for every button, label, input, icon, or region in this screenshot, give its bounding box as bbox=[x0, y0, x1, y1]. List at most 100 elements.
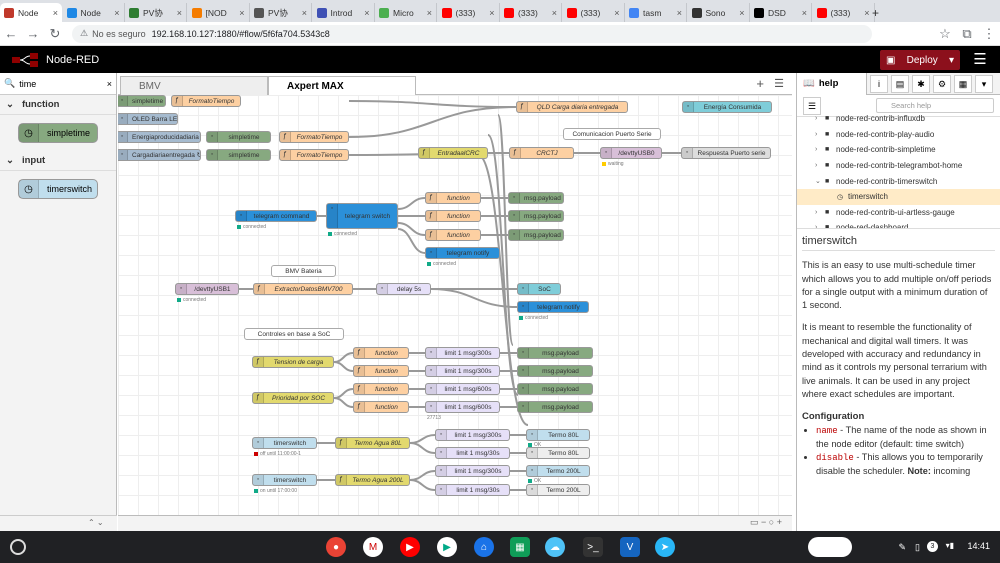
help-tree-item[interactable]: ›■node-red-contrib-telegrambot-home bbox=[797, 158, 1000, 174]
flow-node[interactable]: ◦limit 1 msg/600s bbox=[425, 401, 500, 413]
flow-node[interactable]: Controles en base a SoC bbox=[244, 328, 344, 340]
help-tree-item[interactable]: ⌄■node-red-contrib-timerswitch bbox=[797, 173, 1000, 189]
wire[interactable] bbox=[397, 228, 426, 254]
palette-category-input[interactable]: ⌄input bbox=[0, 151, 116, 171]
flow-node[interactable]: ◦limit 1 msg/300s bbox=[425, 347, 500, 359]
flow-node[interactable]: ◦msg.payload bbox=[508, 210, 564, 222]
wire[interactable] bbox=[348, 106, 517, 138]
files-icon[interactable]: ⌂ bbox=[474, 537, 494, 557]
info-icon[interactable]: i bbox=[870, 74, 888, 93]
flow-node[interactable]: ◦msg.payload bbox=[517, 401, 593, 413]
clear-icon[interactable]: × bbox=[106, 78, 112, 89]
browser-tab[interactable]: PV协× bbox=[125, 3, 187, 22]
stylus-icon[interactable]: ✎ bbox=[898, 542, 906, 552]
chevron-down-icon[interactable]: ▾ bbox=[948, 54, 954, 66]
play-store-icon[interactable]: ▶ bbox=[437, 537, 457, 557]
help-tree-item[interactable]: ›■node-red-contrib-simpletime bbox=[797, 142, 1000, 158]
close-icon[interactable]: × bbox=[801, 7, 807, 18]
flow-node[interactable]: ◦Termo 200L bbox=[526, 484, 590, 496]
browser-tab[interactable]: Node× bbox=[63, 3, 125, 22]
browser-tab[interactable]: (333)× bbox=[500, 3, 562, 22]
youtube-icon[interactable]: ▶ bbox=[400, 537, 420, 557]
close-icon[interactable]: × bbox=[301, 7, 307, 18]
flow-node[interactable]: ◦Termo 80L bbox=[526, 447, 590, 459]
tab-help[interactable]: 📖help bbox=[797, 72, 867, 95]
app-grid-icon[interactable]: ▦ bbox=[510, 537, 530, 557]
flow-node[interactable]: ◦Respuesta Puerto serie bbox=[681, 147, 771, 159]
close-icon[interactable]: × bbox=[364, 7, 370, 18]
flow-node[interactable]: BMV Bateria bbox=[271, 265, 336, 277]
palette-search-input[interactable]: time bbox=[19, 78, 37, 89]
flow-node[interactable]: ◦OLED Barra LED ↻ bbox=[118, 113, 178, 125]
debug-icon[interactable]: ✱ bbox=[912, 74, 930, 93]
flow-node[interactable]: ◦limit 1 msg/30s bbox=[435, 447, 510, 459]
browser-tab[interactable]: (333)× bbox=[438, 3, 500, 22]
help-tree-item[interactable]: ›■node-red-contrib-ui-artless-gauge bbox=[797, 205, 1000, 221]
browser-tab[interactable]: (333)× bbox=[813, 3, 875, 22]
flow-node[interactable]: ◦limit 1 msg/600s bbox=[425, 383, 500, 395]
wire[interactable] bbox=[409, 434, 436, 444]
flow-node[interactable]: ◦timerswitch bbox=[252, 474, 317, 486]
toc-icon[interactable]: ☰ bbox=[803, 96, 821, 115]
flow-node[interactable]: ◦/devttyUSB0 bbox=[600, 147, 662, 159]
flow-node[interactable]: ◦simpletime bbox=[118, 95, 166, 107]
wifi-battery-icon[interactable]: ▾▮ bbox=[945, 541, 954, 550]
url-input[interactable]: ⚠ No es seguro 192.168.10.127:1880/#flow… bbox=[72, 24, 872, 43]
flow-node[interactable]: ◦delay 5s bbox=[376, 283, 431, 295]
flow-node[interactable]: ◦Termo 80L bbox=[526, 429, 590, 441]
vnc-icon[interactable]: V bbox=[620, 537, 640, 557]
config-icon[interactable]: ⚙ bbox=[933, 74, 951, 93]
help-tree-item[interactable]: ›■node-red-dashboard bbox=[797, 220, 1000, 228]
add-tab-icon[interactable]: + bbox=[756, 76, 764, 91]
collapse-icon[interactable]: ⌃ ⌄ bbox=[88, 518, 104, 527]
close-icon[interactable]: × bbox=[489, 7, 495, 18]
close-icon[interactable]: × bbox=[176, 7, 182, 18]
flow-node[interactable]: ◦SoC bbox=[517, 283, 561, 295]
browser-tab[interactable]: Introd× bbox=[313, 3, 375, 22]
close-icon[interactable]: × bbox=[676, 7, 682, 18]
flow-node[interactable]: ◦Energiaproducidadiaria ↻ bbox=[118, 131, 201, 143]
flow-node[interactable]: Comunicacion Puerto Serie bbox=[563, 128, 661, 140]
close-icon[interactable]: × bbox=[114, 7, 120, 18]
launcher-icon[interactable] bbox=[10, 539, 26, 555]
palette-search[interactable]: 🔍 time × bbox=[0, 73, 116, 95]
help-tree-item[interactable]: ◷timerswitch bbox=[797, 188, 1000, 205]
browser-tab[interactable]: tasm× bbox=[625, 3, 687, 22]
telegram-icon[interactable]: ➤ bbox=[655, 537, 675, 557]
help-tree-item[interactable]: ›■node-red-contrib-play-audio bbox=[797, 127, 1000, 143]
flow-node[interactable]: ◦limit 1 msg/300s bbox=[425, 365, 500, 377]
wire[interactable] bbox=[333, 397, 354, 408]
flow-node[interactable]: ◦limit 1 msg/300s bbox=[435, 429, 510, 441]
close-icon[interactable]: × bbox=[739, 7, 745, 18]
flow-node[interactable]: ◦telegram switch bbox=[326, 203, 398, 229]
chevron-down-icon[interactable]: ▾ bbox=[975, 74, 993, 93]
star-icon[interactable]: ☆ bbox=[939, 25, 951, 41]
help-search-input[interactable]: Search help bbox=[876, 98, 994, 113]
browser-tab[interactable]: PV协× bbox=[250, 3, 312, 22]
palette-node-timerswitch[interactable]: ◷timerswitch bbox=[18, 179, 98, 199]
flow-node[interactable]: ◦msg.payload bbox=[517, 365, 593, 377]
help-icon[interactable]: ▤ bbox=[891, 74, 909, 93]
browser-tab[interactable]: Node× bbox=[0, 3, 62, 22]
help-tree-item[interactable]: ›■node-red-contrib-influxdb bbox=[797, 111, 1000, 127]
close-icon[interactable]: × bbox=[551, 7, 557, 18]
flow-node[interactable]: ◦msg.payload bbox=[508, 192, 564, 204]
flow-node[interactable]: ◦simpletime bbox=[206, 149, 271, 161]
clock[interactable]: 14:41 bbox=[967, 541, 990, 551]
browser-tab[interactable]: DSD× bbox=[750, 3, 812, 22]
flow-node[interactable]: ◦msg.payload bbox=[517, 347, 593, 359]
flow-node[interactable]: ◦Termo 200L bbox=[526, 465, 590, 477]
